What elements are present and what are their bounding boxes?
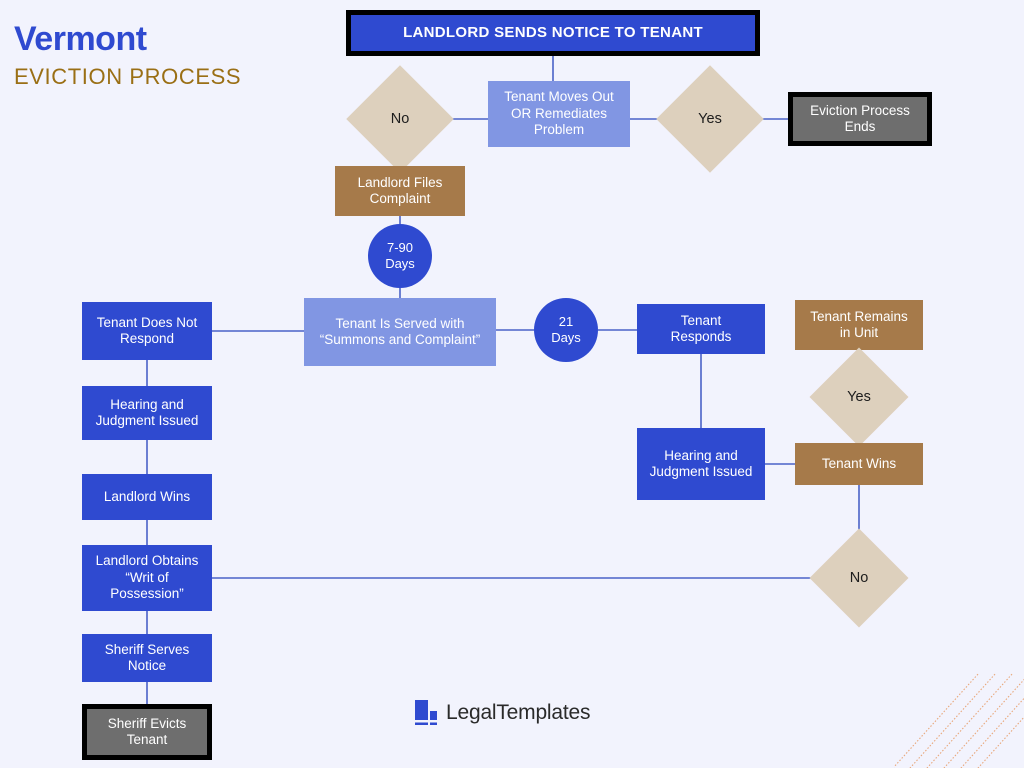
node-tenant-is-served[interactable]: Tenant Is Served with “Summons and Compl… xyxy=(304,298,496,366)
legaltemplates-l-mark-icon xyxy=(415,700,437,725)
node-sheriff-evicts-tenant[interactable]: Sheriff Evicts Tenant xyxy=(82,704,212,760)
decision-no-1-label[interactable]: No xyxy=(390,111,410,127)
node-tenant-responds[interactable]: Tenant Responds xyxy=(637,304,765,354)
decision-yes-2-label[interactable]: Yes xyxy=(847,389,871,405)
node-tenant-wins[interactable]: Tenant Wins xyxy=(795,443,923,485)
node-sheriff-serves-notice[interactable]: Sheriff Serves Notice xyxy=(82,634,212,682)
decision-yes-1-label[interactable]: Yes xyxy=(698,111,722,127)
node-eviction-process-ends[interactable]: Eviction Process Ends xyxy=(788,92,932,146)
node-landlord-obtains-writ[interactable]: Landlord Obtains “Writ of Possession” xyxy=(82,545,212,611)
node-tenant-remains-in-unit[interactable]: Tenant Remains in Unit xyxy=(795,300,923,350)
decorative-hatch-lines xyxy=(894,673,1024,768)
node-duration-21-days[interactable]: 21 Days xyxy=(534,298,598,362)
legaltemplates-logo[interactable]: LegalTemplates xyxy=(415,700,590,725)
decision-no-2-label[interactable]: No xyxy=(849,570,869,586)
node-landlord-files-complaint[interactable]: Landlord Files Complaint xyxy=(335,166,465,216)
node-hearing-judgment-right[interactable]: Hearing and Judgment Issued xyxy=(637,428,765,500)
node-tenant-moves-out[interactable]: Tenant Moves Out OR Remediates Problem xyxy=(488,81,630,147)
page-title-state: Vermont xyxy=(14,20,147,58)
node-hearing-judgment-left[interactable]: Hearing and Judgment Issued xyxy=(82,386,212,440)
page-subtitle: EVICTION PROCESS xyxy=(14,64,242,89)
node-landlord-wins[interactable]: Landlord Wins xyxy=(82,474,212,520)
legaltemplates-wordmark: LegalTemplates xyxy=(446,700,591,724)
node-tenant-does-not-respond[interactable]: Tenant Does Not Respond xyxy=(82,302,212,360)
node-duration-7-90-days[interactable]: 7-90 Days xyxy=(368,224,432,288)
node-landlord-sends-notice[interactable]: LANDLORD SENDS NOTICE TO TENANT xyxy=(346,10,760,56)
